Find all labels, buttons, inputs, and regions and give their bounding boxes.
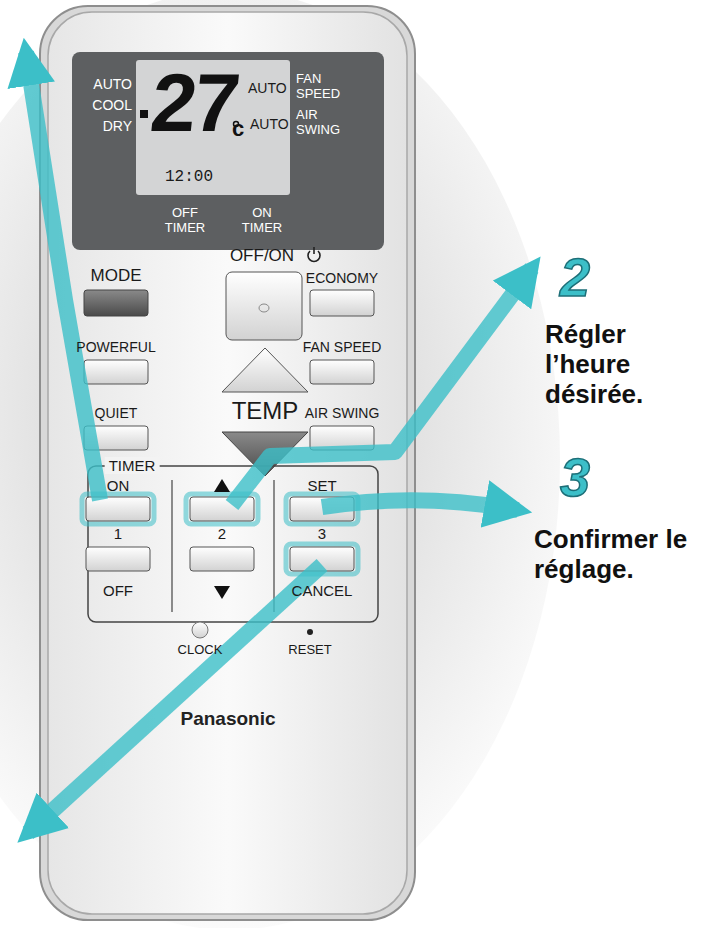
- callout-number: 3: [318, 525, 326, 542]
- button-label: ON: [107, 477, 130, 494]
- lcd-indicator: AUTO: [250, 116, 289, 132]
- powerful-button: [84, 360, 148, 384]
- arrow-step-3: [322, 500, 518, 510]
- step-instruction: Confirmer le réglage.: [534, 525, 704, 585]
- background-shade: [0, 0, 560, 928]
- mode-button: [84, 290, 148, 316]
- step-number: 2: [560, 250, 590, 304]
- brand-logo: Panasonic: [180, 708, 275, 730]
- power-symbol: [308, 247, 320, 261]
- clock-button: [192, 622, 208, 638]
- callout-arrows: [26, 52, 532, 833]
- lcd-screen: [136, 60, 290, 195]
- display-window: [72, 52, 384, 250]
- lcd-caption: FAN SPEED: [296, 72, 354, 102]
- mode-indicator: COOL: [92, 97, 132, 113]
- power-button-dot: [259, 304, 269, 312]
- button-label: QUIET: [95, 405, 138, 421]
- arrow-cancel: [28, 565, 322, 833]
- unit-symbol: c: [232, 116, 244, 141]
- timer-divider: [273, 480, 274, 612]
- reset-hole: [307, 629, 313, 635]
- button-label: CANCEL: [292, 582, 353, 599]
- button-label: TEMP: [232, 397, 299, 425]
- button-label: FAN SPEED: [303, 339, 382, 355]
- arrow-step-2: [232, 268, 532, 505]
- timer-group-frame: [88, 466, 378, 622]
- timer-buttons: [86, 497, 354, 571]
- lcd-indicator: AUTO: [248, 80, 287, 96]
- economy-button: [310, 290, 374, 316]
- fan-speed-button: [310, 360, 374, 384]
- power-button: [226, 272, 302, 340]
- button-label: SET: [307, 477, 336, 494]
- callout-number: 1: [114, 525, 122, 542]
- temp-up-button: [222, 348, 308, 392]
- button-label: MODE: [91, 266, 142, 286]
- lcd-caption: OFF TIMER: [157, 206, 213, 236]
- lcd-caption: ON TIMER: [234, 206, 290, 236]
- lcd-caption: AIR SWING: [296, 108, 354, 138]
- clock-readout: 12:00: [165, 168, 213, 186]
- step-number: 3: [560, 450, 590, 504]
- mode-indicator: DRY: [103, 118, 132, 134]
- button-label: RESET: [288, 643, 331, 658]
- step-instruction: Régler l’heure désirée.: [545, 320, 695, 410]
- timer-divider: [171, 480, 172, 612]
- mode-indicator: AUTO: [93, 76, 132, 92]
- button-label: CLOCK: [178, 643, 223, 658]
- button-label: AIR SWING: [305, 405, 380, 421]
- button-label: ECONOMY: [306, 270, 378, 286]
- button-label: OFF/ON: [230, 246, 294, 266]
- callout-number: 2: [218, 525, 226, 542]
- lcd-dot: [140, 110, 148, 118]
- group-label: TIMER: [105, 457, 160, 474]
- temperature-digits: 27: [147, 62, 241, 144]
- down-arrow-symbol: [214, 586, 230, 599]
- arrow-step-1: [26, 52, 100, 500]
- up-arrow-symbol: [214, 479, 230, 492]
- button-label: OFF: [103, 582, 133, 599]
- remote-body: [48, 12, 407, 914]
- button-label: POWERFUL: [76, 339, 155, 355]
